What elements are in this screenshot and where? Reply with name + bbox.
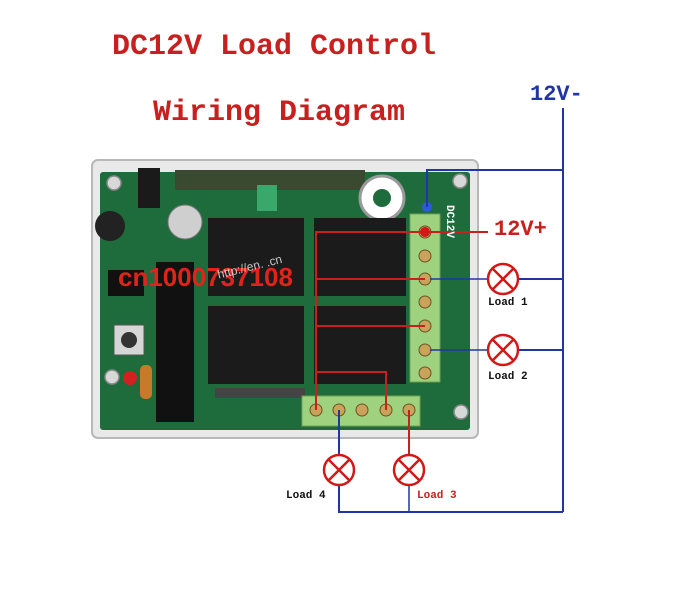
terminal-r7 <box>418 366 432 380</box>
capacitor-2 <box>167 204 203 240</box>
mount-hole-br <box>453 404 469 420</box>
lamp-load-2 <box>486 333 520 367</box>
load-1-label: Load 1 <box>488 297 528 309</box>
supply-positive-label: 12V+ <box>494 217 547 242</box>
relay-2 <box>314 218 406 296</box>
terminal-r6 <box>418 343 432 357</box>
relay-1 <box>208 218 304 296</box>
ic-chip-small <box>108 270 144 296</box>
diode-row <box>215 388 305 398</box>
board-voltage-marking: DC12V <box>443 205 455 239</box>
top-connector <box>175 170 365 190</box>
mount-hole-bl <box>104 369 120 385</box>
positive-wiring <box>315 231 488 460</box>
diagram-title-line1: DC12V Load Control <box>112 30 437 64</box>
jumper <box>257 185 277 211</box>
terminal-b3 <box>355 403 369 417</box>
capacitor-1 <box>95 211 125 241</box>
mount-hole-tr <box>452 173 468 189</box>
negative-wiring <box>338 108 564 513</box>
load-4-label: Load 4 <box>286 490 326 502</box>
lamp-load-3 <box>392 453 426 487</box>
resistor <box>140 365 152 399</box>
load-3-label: Load 3 <box>417 490 457 502</box>
red-led <box>123 371 137 385</box>
terminal-r2 <box>418 249 432 263</box>
diagram-title-line2: Wiring Diagram <box>153 96 406 130</box>
pin-header <box>138 168 160 208</box>
lamp-load-1 <box>486 262 520 296</box>
terminal-r4 <box>418 295 432 309</box>
ic-chip <box>156 262 194 422</box>
antenna-coil-inner <box>373 189 391 207</box>
positive-terminal-marker <box>420 227 430 237</box>
mount-hole-tl <box>106 175 122 191</box>
load-2-label: Load 2 <box>488 371 528 383</box>
relay-3 <box>208 306 304 384</box>
learn-button-cap <box>121 332 137 348</box>
supply-negative-label: 12V- <box>530 82 583 107</box>
watermark-primary: cn1000737108 <box>118 262 293 292</box>
lamp-load-4 <box>322 453 356 487</box>
